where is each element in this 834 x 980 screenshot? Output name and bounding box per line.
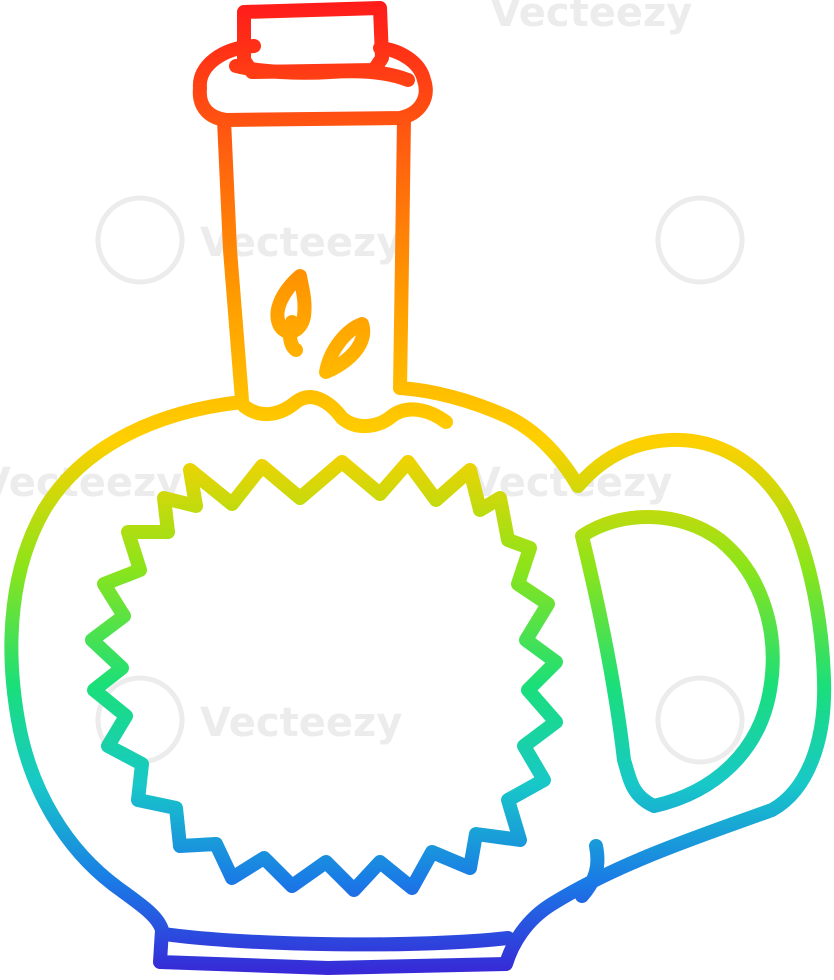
droplet-bottom xyxy=(319,317,371,379)
watermark-text: Vecteezy xyxy=(490,0,692,36)
liquid-surface xyxy=(237,390,453,433)
watermark-text: Vecteezy xyxy=(200,700,402,746)
bottle-neck-right xyxy=(393,111,411,395)
handle-thickness xyxy=(575,839,605,903)
label-burst xyxy=(85,455,563,897)
droplet-mid xyxy=(282,315,303,357)
bottle-base xyxy=(157,927,515,952)
bottle-body xyxy=(4,381,832,975)
watermark-text: Vecteezy xyxy=(0,460,182,506)
bottle-lip xyxy=(192,39,433,127)
bottle-lip-ridge xyxy=(229,59,415,87)
bottle-neck-left xyxy=(217,113,249,407)
cork xyxy=(237,1,389,79)
bottle-handle xyxy=(575,510,780,813)
